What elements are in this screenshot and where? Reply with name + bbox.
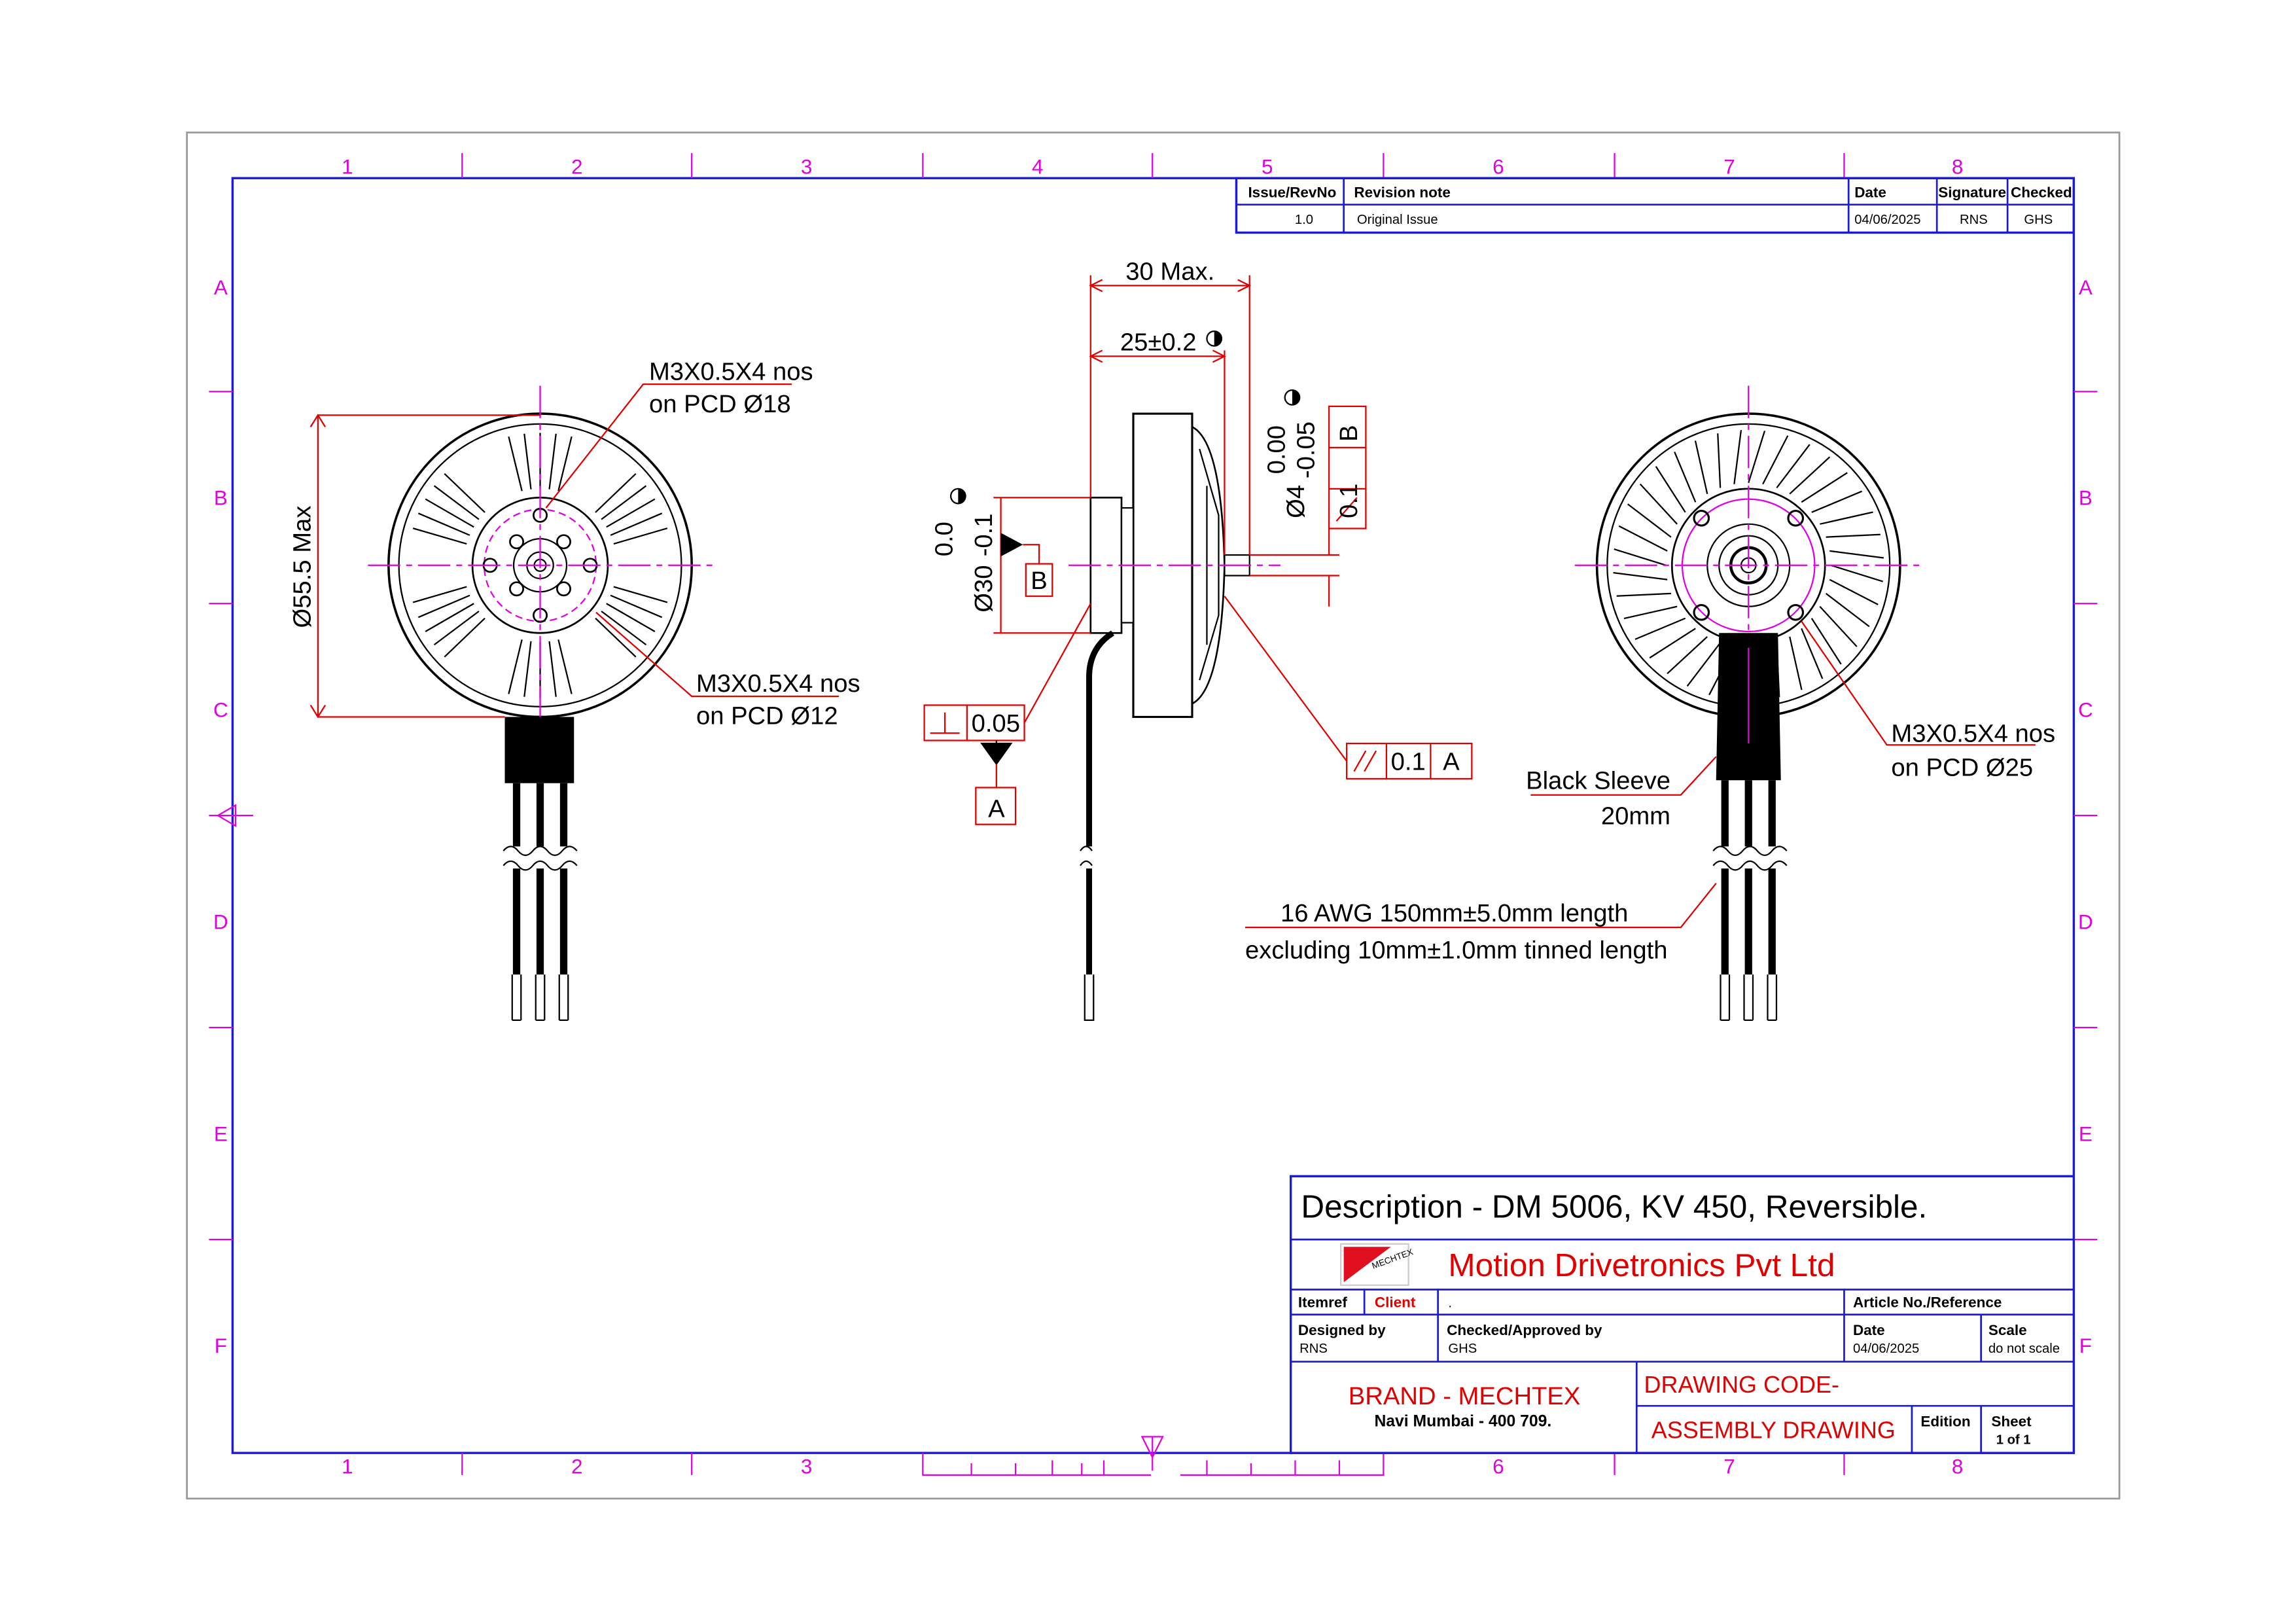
wire-label-line1: 16 AWG 150mm±5.0mm length <box>1280 899 1628 927</box>
designed-by-value: RNS <box>1299 1342 1328 1356</box>
zone-col-7-bottom: 7 <box>1723 1455 1735 1478</box>
shaft-tol-upper: 0.00 <box>1263 425 1291 474</box>
checked-by-value: GHS <box>1448 1342 1477 1356</box>
client-label: Client <box>1375 1294 1416 1310</box>
front-diameter-label: Ø55.5 Max <box>289 506 317 628</box>
article-label: Article No./Reference <box>1853 1294 2002 1310</box>
zone-col-6: 6 <box>1492 154 1504 178</box>
zone-row-e: E <box>214 1122 228 1145</box>
scale-label: Scale <box>1988 1322 2027 1338</box>
zone-col-1-bottom: 1 <box>342 1455 353 1478</box>
overall-length-label: 30 Max. <box>1125 257 1214 285</box>
zone-row-e-right: E <box>2079 1122 2093 1145</box>
company-logo: MECHTEX <box>1340 1243 1415 1286</box>
zone-col-8: 8 <box>1952 154 1964 178</box>
shaft-tol-lower: -0.05 <box>1292 421 1320 478</box>
rev-cell-date: 04/06/2025 <box>1854 213 1920 227</box>
zone-labels-top: 1 2 3 4 5 6 7 8 <box>342 154 1963 178</box>
perpendicularity-value: 0.05 <box>972 709 1020 738</box>
zone-col-7: 7 <box>1723 154 1735 178</box>
designed-by-label: Designed by <box>1298 1322 1386 1338</box>
date-value: 04/06/2025 <box>1853 1342 1919 1356</box>
zone-row-b: B <box>214 486 228 510</box>
rev-header-checked: Checked <box>2011 184 2072 200</box>
zone-col-4: 4 <box>1032 154 1044 178</box>
rev-header-date: Date <box>1854 184 1886 200</box>
sheet-value: 1 of 1 <box>1996 1433 2031 1448</box>
drawing-code-label: DRAWING CODE- <box>1644 1371 1839 1398</box>
zone-row-c-right: C <box>2078 698 2093 721</box>
zone-col-5: 5 <box>1262 154 1273 178</box>
rev-header-issue: Issue/RevNo <box>1248 184 1336 200</box>
pcd12-label-line1: M3X0.5X4 nos <box>696 669 860 698</box>
zone-col-2: 2 <box>571 154 583 178</box>
shaft-diameter-label: Ø4 <box>1282 485 1310 518</box>
edition-label: Edition <box>1920 1414 1970 1430</box>
rev-cell-checked: GHS <box>2024 213 2053 227</box>
parallelism-value: 0.1 <box>1391 747 1426 776</box>
pcd25-label-line1: M3X0.5X4 nos <box>1891 720 2055 748</box>
zone-labels-right: A B C D E F <box>2078 276 2093 1357</box>
zone-row-a-right: A <box>2079 276 2093 299</box>
date-label: Date <box>1853 1322 1885 1338</box>
zone-col-1: 1 <box>342 154 353 178</box>
itemref-label: Itemref <box>1298 1294 1347 1310</box>
zone-ticks <box>209 152 2098 1475</box>
zone-row-a: A <box>214 276 228 299</box>
runout-datum: B <box>1335 425 1363 442</box>
sleeve-label-line1: Black Sleeve <box>1526 767 1670 795</box>
address: Navi Mumbai - 400 709. <box>1374 1413 1551 1431</box>
front-view: Ø55.5 Max M3X0.5X4 nos on PCD Ø18 M3X0.5… <box>289 357 860 1021</box>
rev-header-note: Revision note <box>1354 184 1450 200</box>
zone-row-b-right: B <box>2079 486 2093 510</box>
zone-labels-left: A B C D E F <box>213 276 228 1357</box>
zone-row-f: F <box>215 1334 227 1357</box>
rev-header-signature: Signature <box>1938 184 2006 200</box>
zone-labels-bottom: 1 2 3 6 7 8 <box>342 1455 1963 1478</box>
client-value: . <box>1448 1296 1452 1310</box>
pcd12-label-line2: on PCD Ø12 <box>696 702 838 730</box>
scale-value: do not scale <box>1988 1342 2060 1356</box>
rev-cell-signature: RNS <box>1960 213 1988 227</box>
zone-row-d-right: D <box>2078 910 2093 933</box>
body-length-label: 25±0.2 <box>1120 328 1197 356</box>
runout-value: 0.1 <box>1335 484 1363 518</box>
drawing-type: ASSEMBLY DRAWING <box>1651 1417 1896 1444</box>
pilot-tol-upper: 0.0 <box>930 522 958 556</box>
company-name: Motion Drivetronics Pvt Ltd <box>1448 1247 1835 1283</box>
zone-col-3-bottom: 3 <box>801 1455 813 1478</box>
wire-label-line2: excluding 10mm±1.0mm tinned length <box>1245 936 1668 964</box>
rev-cell-issue: 1.0 <box>1295 213 1313 227</box>
brand: BRAND - MECHTEX <box>1349 1382 1581 1410</box>
zone-col-6-bottom: 6 <box>1492 1455 1504 1478</box>
centering-marks <box>216 804 1164 1471</box>
outer-border <box>186 132 2121 1500</box>
pilot-tol-lower: -0.1 <box>970 513 998 556</box>
sleeve-label-line2: 20mm <box>1601 802 1670 830</box>
zone-col-2-bottom: 2 <box>571 1455 583 1478</box>
title-block: Description - DM 5006, KV 450, Reversibl… <box>1290 1175 2075 1454</box>
pcd18-label-line2: on PCD Ø18 <box>649 390 791 418</box>
datum-b-box: B <box>1031 567 1047 595</box>
checked-by-label: Checked/Approved by <box>1447 1322 1602 1338</box>
zone-row-d: D <box>213 910 228 933</box>
rev-cell-note: Original Issue <box>1357 213 1438 227</box>
side-view: 30 Max. 25±0.2 Ø4 0.00 -0.05 0.1 B Ø30 0… <box>923 257 1473 1021</box>
zone-row-c: C <box>213 698 228 721</box>
scale-ruler <box>922 1453 1385 1476</box>
sheet-label: Sheet <box>1991 1414 2032 1430</box>
zone-col-3: 3 <box>801 154 813 178</box>
description: Description - DM 5006, KV 450, Reversibl… <box>1301 1188 1927 1224</box>
rear-view: M3X0.5X4 nos on PCD Ø25 Black Sleeve 20m… <box>1245 385 2055 1021</box>
pcd25-label-line2: on PCD Ø25 <box>1891 753 2033 781</box>
pcd18-label-line1: M3X0.5X4 nos <box>649 357 813 385</box>
revision-table: Issue/RevNo Revision note Date Signature… <box>1235 177 2075 234</box>
pilot-diameter-label: Ø30 <box>970 565 998 613</box>
zone-row-f-right: F <box>2079 1334 2092 1357</box>
datum-a-box: A <box>988 794 1005 823</box>
parallelism-datum: A <box>1443 747 1460 776</box>
zone-col-8-bottom: 8 <box>1952 1455 1964 1478</box>
